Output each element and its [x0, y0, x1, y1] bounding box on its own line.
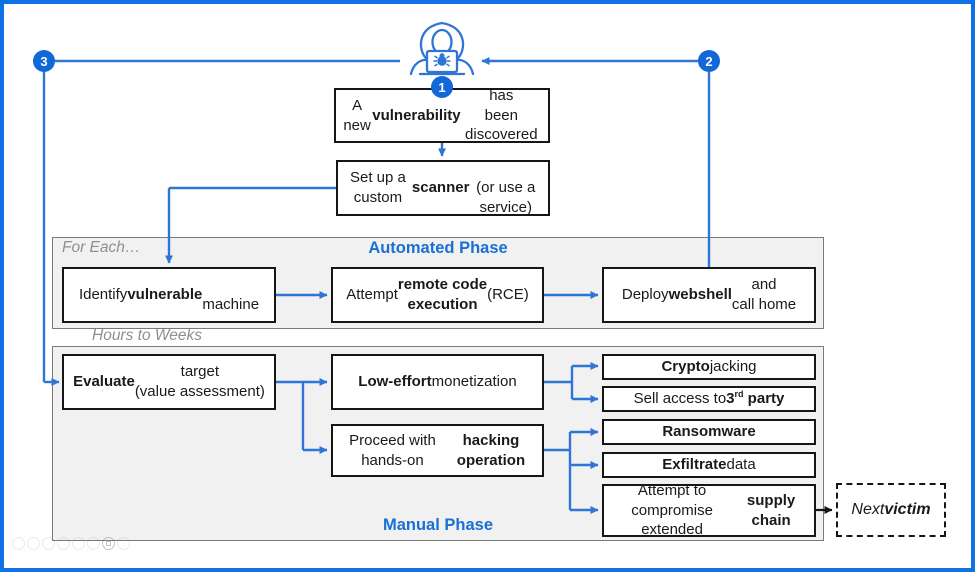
step-badge-2: 2	[698, 50, 720, 72]
ransomware-box: Ransomware	[602, 419, 816, 445]
low-effort-monetization-box: Low-effort monetization	[331, 354, 544, 410]
next-victim-box: Next victim	[836, 483, 946, 537]
watermark-stop-icon	[102, 537, 115, 550]
watermark-circle-icon	[72, 537, 85, 550]
watermark-circle-icon	[117, 537, 130, 550]
watermark-circle-icon	[57, 537, 70, 550]
hacker-laptop-icon	[409, 21, 475, 76]
automated-phase-title: Automated Phase	[368, 239, 508, 257]
bug-icon	[433, 53, 451, 67]
watermark-circle-icon	[42, 537, 55, 550]
watermark-circle-icon	[12, 537, 25, 550]
step-badge-1: 1	[431, 76, 453, 98]
evaluate-target-box: Evaluate target(value assessment)	[62, 354, 276, 410]
exfiltrate-data-box: Exfiltrate data	[602, 452, 816, 478]
sell-access-box: Sell access to 3rd party	[602, 386, 816, 412]
manual-phase-title: Manual Phase	[382, 516, 494, 534]
setup-scanner-box: Set up a custom scanner(or use a service…	[336, 160, 550, 216]
for-each-label: For Each…	[62, 239, 141, 256]
watermark-circle-icon	[27, 537, 40, 550]
hours-to-weeks-label: Hours to Weeks	[92, 327, 202, 344]
step-badge-3: 3	[33, 50, 55, 72]
watermark-circle-icon	[87, 537, 100, 550]
